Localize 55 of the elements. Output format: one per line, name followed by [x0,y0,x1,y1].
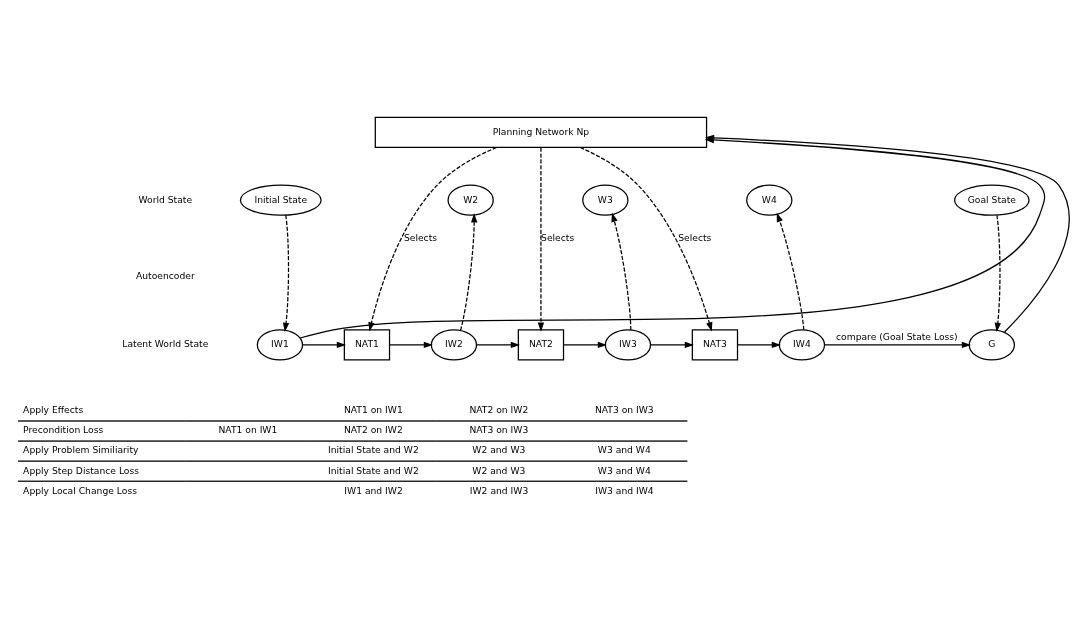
arrow [994,214,1001,332]
label: W2 and W3 [472,464,526,476]
label: NAT3 on IW3 [594,404,654,416]
arrow [459,213,478,331]
node-box: NAT3 [691,329,739,361]
label: IW1 and IW2 [344,484,403,496]
label: Initial State and W2 [328,464,419,476]
arrow [737,341,781,349]
edge-label: Selects [678,231,712,243]
label: Apply Step Distance Loss [23,464,140,476]
label: Initial State and W2 [328,444,419,456]
label: World State [138,193,193,205]
node-ellipse: Goal State [953,184,1030,216]
arrow [776,212,805,331]
arrow [302,341,346,349]
arrow [537,147,545,332]
arrow [824,341,971,349]
label: W3 and W4 [597,444,651,456]
edge-label: Selects [403,231,438,243]
label: NAT2 on IW2 [469,404,529,416]
label: Apply Local Change Loss [23,484,137,496]
node-ellipse: IW2 [430,329,478,361]
label: Apply Effects [23,404,84,416]
node-ellipse: IW1 [256,329,304,361]
label: NAT2 on IW2 [343,424,403,436]
arrow [476,341,520,349]
node-ellipse: IW4 [778,329,826,361]
label: Autoencoder [135,270,195,282]
arrow [563,341,607,349]
arrow [650,341,694,349]
node-ellipse: W2 [447,184,494,216]
label: NAT1 on IW1 [343,404,403,416]
node-ellipse: G [968,329,1016,361]
label: NAT1 on IW1 [218,424,278,436]
node-box: NAT1 [343,329,391,361]
node-ellipse: Initial State [239,184,322,216]
label: Apply Problem Similiarity [23,444,139,456]
arrow [282,214,290,332]
arrow [579,146,713,332]
label: W3 and W4 [597,464,651,476]
label: Precondition Loss [23,424,104,436]
node-ellipse: IW3 [604,329,652,361]
node-box: Planning Network Np [374,116,708,149]
edge-label: compare (Goal State Loss) [836,330,958,342]
label: NAT3 on IW3 [469,424,529,436]
node-box: NAT2 [517,329,565,361]
label: IW3 and IW4 [595,484,654,496]
edge-label: Selects [541,231,575,243]
arrow [389,341,433,349]
node-ellipse: W4 [746,184,793,216]
label: Latent World State [122,338,209,350]
node-ellipse: W3 [582,184,629,216]
arrow [611,212,632,331]
label: W2 and W3 [472,444,526,456]
label: IW2 and IW3 [469,484,529,496]
